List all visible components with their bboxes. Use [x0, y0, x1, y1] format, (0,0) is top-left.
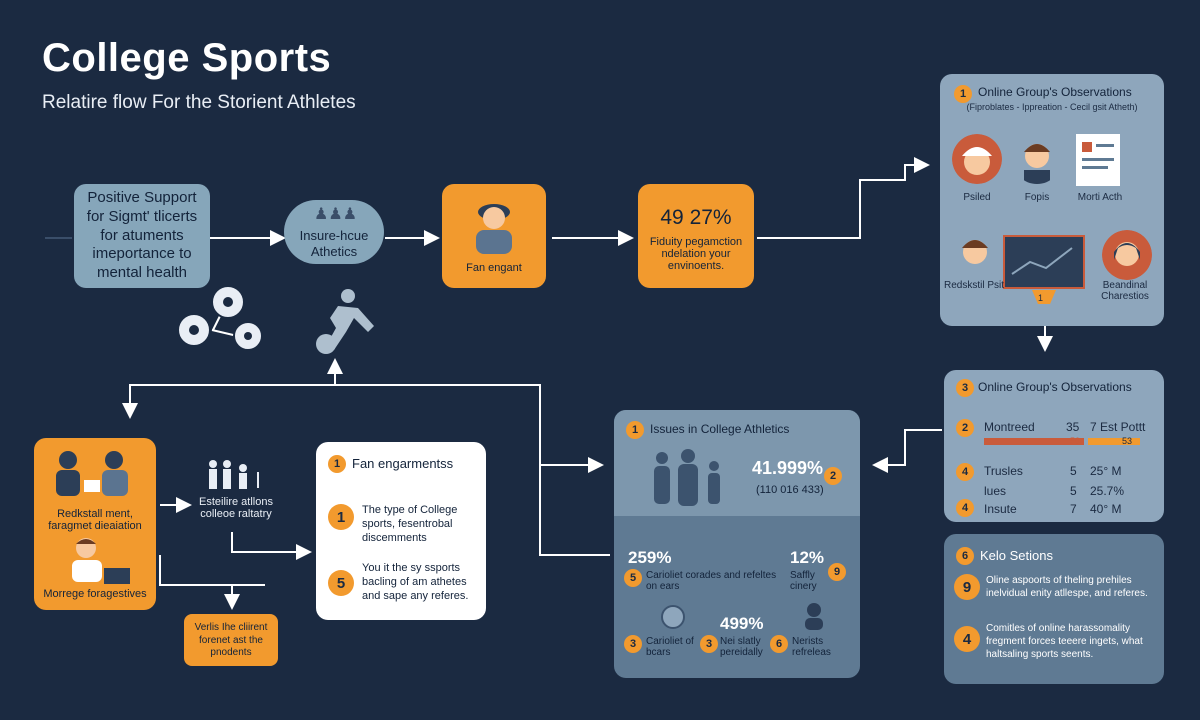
cloud-label: Insure-hcue Athetics	[299, 228, 369, 260]
fan-item2-text: You it the sy ssports bacling of am athe…	[362, 562, 469, 602]
woman-avatar-icon	[1102, 230, 1152, 280]
issues-main-stat: 41.999%	[752, 458, 824, 478]
row4-v2: 40° M	[1090, 502, 1122, 516]
group-icon: ♟♟♟	[314, 206, 358, 223]
athletes-group-icon	[654, 449, 720, 506]
left-orange-top-text: Redkstall ment, faragmet dieaiation	[48, 508, 142, 532]
presentation-screen-icon	[1003, 235, 1085, 304]
issues-stat1-badge: 5	[624, 569, 642, 587]
kele-title: Kelo Setions	[980, 548, 1053, 563]
row1-v1: 35	[1066, 420, 1080, 434]
issues-stat2-badge: 9	[828, 563, 846, 581]
row3-v1: 5	[1070, 484, 1077, 498]
kele-item1-text: Oline aspoorts of theling prehiles inelv…	[986, 575, 1148, 599]
kele-badge: 6	[956, 547, 974, 565]
fan-item1-badge: 1	[328, 504, 354, 530]
issues-bottom3-text: Nerists refreleas	[792, 636, 831, 658]
row1-badge: 2	[956, 419, 974, 437]
row3-label: lues	[984, 484, 1007, 498]
issues-stat-2: 12%	[790, 548, 825, 567]
meeting-people-icon	[56, 451, 128, 496]
issues-stat1-text: Carioliet corades and refeltes on ears	[646, 570, 777, 592]
row2-label: Trusles	[984, 464, 1023, 478]
fan-person-icon	[476, 204, 512, 254]
issues-bottom3-badge: 6	[770, 635, 788, 653]
student-avatar-icon	[950, 230, 1000, 280]
row1-label: Montreed	[984, 420, 1035, 434]
label-redskstil: Redskstil Psit	[944, 280, 1005, 291]
worker-avatar-icon	[952, 134, 1002, 184]
label-morti-acth: Morti Acth	[1077, 192, 1123, 203]
row1-v2: 7 Est Pottt	[1090, 420, 1146, 434]
label-fopis: Fopis	[1024, 192, 1050, 203]
issues-main-sub: (110 016 433)	[756, 484, 824, 496]
left-orange-card: Redkstall ment, faragmet dieaiation Morr…	[34, 438, 156, 610]
soccer-balls-icon	[177, 285, 263, 351]
athlete-silhouette-icon	[316, 289, 374, 354]
left-orange-bottom-text: Morrege foragestives	[43, 588, 147, 600]
kele-item2-text: Comitles of online harassomality fregmen…	[986, 623, 1143, 660]
observations-mid-badge: 3	[956, 379, 974, 397]
issues-main-badge: 2	[824, 467, 842, 485]
observations-top-title: Online Group's Observations	[978, 85, 1132, 99]
fan-box-label: Fan engant	[466, 262, 522, 274]
row1-bar-label-1: 50	[1070, 436, 1081, 446]
fan-engagement-card: 1 Fan engarmentss 1 The type of College …	[316, 442, 486, 620]
row2-badge: 4	[956, 463, 974, 481]
kele-item2-badge: 4	[954, 626, 980, 652]
man-avatar-icon	[1012, 134, 1062, 184]
row4-badge: 4	[956, 499, 974, 517]
row2-v2: 25° M	[1090, 464, 1122, 478]
row1-bar-label-2: 53	[1122, 436, 1133, 446]
laptop-person-icon	[72, 538, 130, 584]
fan-card-badge: 1	[328, 455, 346, 473]
page-title: College Sports	[42, 36, 332, 80]
percent-value: 49 27%	[660, 206, 732, 229]
kele-item1-badge: 9	[954, 574, 980, 600]
observations-top-panel: 1 Online Group's Observations (Fiproblat…	[940, 74, 1164, 326]
person-icon	[805, 603, 823, 630]
row3-v2: 25.7%	[1090, 484, 1125, 498]
label-psiled: Psiled	[963, 192, 991, 203]
observations-top-subtitle: (Fiproblates - Ippreation - Cecil gsit A…	[966, 102, 1138, 112]
issues-badge: 1	[626, 421, 644, 439]
issues-stat2-text: Saffly cinery	[790, 570, 817, 592]
fan-card-title: Fan engarmentss	[352, 456, 454, 471]
row1-bar-orange	[1088, 438, 1140, 445]
percent-box: 49 27% Fiduity pegamction ndelation your…	[638, 184, 754, 288]
fan-item1-text: The type of College sports, fesentrobal …	[362, 504, 458, 544]
screen-badge: 1	[1038, 293, 1044, 303]
issues-bottom1-badge: 3	[624, 635, 642, 653]
kele-panel: 6 Kelo Setions 9 Oline aspoorts of theli…	[944, 534, 1164, 684]
row1-bar-red	[984, 438, 1084, 445]
fan-item2-badge: 5	[328, 570, 354, 596]
document-chart-icon	[1076, 134, 1120, 186]
ball-icon	[661, 605, 685, 629]
issues-title: Issues in College Athletics	[650, 422, 790, 436]
row2-v1: 5	[1070, 464, 1077, 478]
row4-v1: 7	[1070, 502, 1077, 516]
issues-panel: 1 Issues in College Athletics 41.999% 2 …	[614, 410, 860, 678]
fan-engagement-box: Fan engant	[442, 184, 546, 288]
team-figures-icon	[209, 460, 259, 489]
observations-mid-panel: 3 Online Group's Observations 2 Montreed…	[944, 370, 1164, 522]
issues-stat-1: 259%	[628, 548, 672, 567]
observations-mid-title: Online Group's Observations	[978, 380, 1132, 394]
issues-bottom2-badge: 3	[700, 635, 718, 653]
figures-label: Esteilire atllons colleoe raltatry	[199, 496, 273, 520]
small-orange-card: Verlis Ihe cliirent forenet ast the pnod…	[184, 614, 278, 666]
support-text: Positive Support for Sigmt' tlicerts for…	[86, 189, 198, 282]
issues-bottom1-text: Carioliet of bcars	[646, 636, 694, 658]
label-beandinal: Beandinal Charestios	[1101, 280, 1149, 302]
issues-bottom2-text: Nei slatly pereidally	[720, 636, 763, 658]
page-subtitle: Relatire flow For the Storient Athletes	[42, 92, 356, 113]
issues-stat-3: 499%	[720, 614, 764, 633]
cloud-card: ♟♟♟ Insure-hcue Athetics	[284, 200, 384, 264]
support-card: Positive Support for Sigmt' tlicerts for…	[74, 184, 210, 288]
percent-text: Fiduity pegamction ndelation your envino…	[649, 236, 743, 272]
small-orange-text: Verlis Ihe cliirent forenet ast the pnod…	[194, 622, 268, 658]
observations-top-badge: 1	[954, 85, 972, 103]
row4-label: Insute	[984, 502, 1017, 516]
